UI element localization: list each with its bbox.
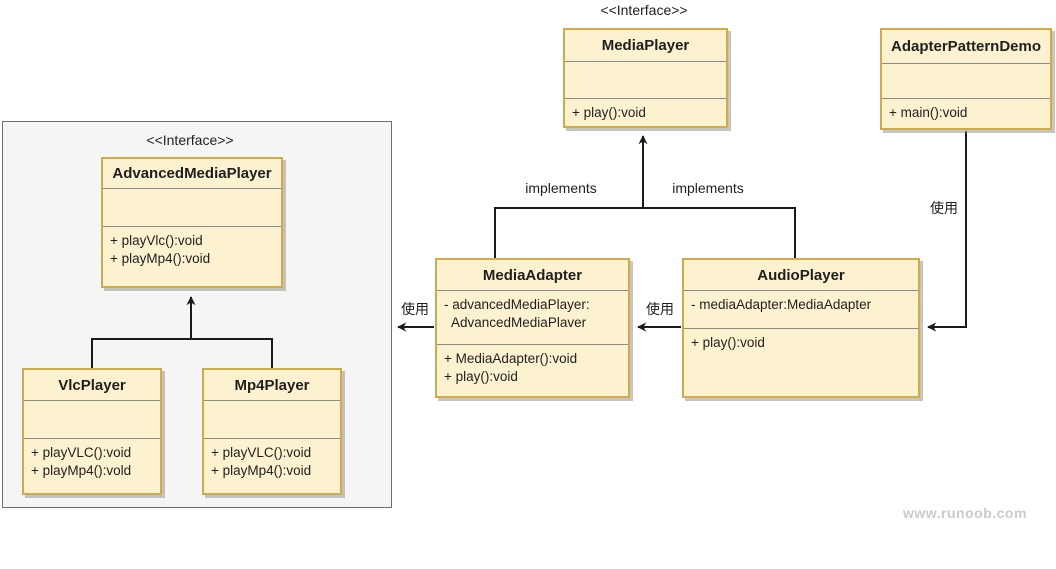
class-attributes: - advancedMediaPlayer: AdvancedMediaPlav… [437, 291, 628, 345]
class-attributes [565, 62, 726, 99]
stereotype-label-mediaplayer: <<Interface>> [600, 2, 688, 18]
class-attributes [204, 401, 340, 439]
method-line: + play():void [691, 335, 765, 350]
class-methods: + playVLC():void + playMp4():vold [24, 439, 160, 493]
class-methods: + playVLC():void + playMp4():void [204, 439, 340, 493]
class-methods: + playVlc():void + playMp4():void [103, 227, 281, 286]
class-title: MediaAdapter [437, 260, 628, 291]
method-line: + play():void [572, 105, 646, 120]
method-line: + main():void [889, 105, 968, 120]
class-methods: + main():void [882, 99, 1050, 128]
method-line: + play():void [444, 369, 518, 384]
class-box-vlcplayer: VlcPlayer + playVLC():void + playMp4():v… [22, 368, 162, 495]
method-line: + playMp4():void [211, 463, 312, 478]
attribute-line: AdvancedMediaPlaver [451, 315, 587, 330]
method-line: + playMp4():vold [31, 463, 132, 478]
class-box-mediaplayer: MediaPlayer + play():void [563, 28, 728, 128]
class-box-mp4player: Mp4Player + playVLC():void + playMp4():v… [202, 368, 342, 495]
class-box-adapterpatterndemo: AdapterPatternDemo + main():void [880, 28, 1052, 130]
class-title: AdvancedMediaPlayer [103, 159, 281, 189]
class-methods: + play():void [565, 99, 726, 126]
class-attributes [882, 64, 1050, 99]
method-line: + playVLC():void [31, 445, 132, 460]
class-methods: + MediaAdapter():void + play():void [437, 345, 628, 396]
implements-label-left: implements [525, 180, 597, 196]
generalization-connector-line [91, 338, 273, 368]
class-title: Mp4Player [204, 370, 340, 401]
method-line: + playVlc():void [110, 233, 203, 248]
class-box-mediaadapter: MediaAdapter - advancedMediaPlayer: Adva… [435, 258, 630, 398]
attribute-line: - mediaAdapter:MediaAdapter [691, 297, 872, 312]
implements-label-right: implements [672, 180, 744, 196]
class-box-audioplayer: AudioPlayer - mediaAdapter:MediaAdapter … [682, 258, 920, 398]
attribute-line: - advancedMediaPlayer: [444, 297, 590, 312]
implements-connector-line [494, 207, 796, 258]
class-attributes [103, 189, 281, 227]
stereotype-label-advancedmediaplayer: <<Interface>> [146, 132, 234, 148]
watermark: www.runoob.com [903, 505, 1027, 521]
class-title: AudioPlayer [684, 260, 918, 291]
use-arrow-demo [927, 131, 967, 332]
use-label-audioplayer: 使用 [646, 301, 674, 317]
use-label-demo: 使用 [930, 200, 958, 216]
class-methods: + play():void [684, 329, 918, 396]
method-line: + playVLC():void [211, 445, 312, 460]
class-title: MediaPlayer [565, 30, 726, 62]
class-title: VlcPlayer [24, 370, 160, 401]
class-box-advancedmediaplayer: AdvancedMediaPlayer + playVlc():void + p… [101, 157, 283, 288]
class-attributes: - mediaAdapter:MediaAdapter [684, 291, 918, 329]
method-line: + playMp4():void [110, 251, 211, 266]
use-label-mediaadapter: 使用 [401, 301, 429, 317]
method-line: + MediaAdapter():void [444, 351, 578, 366]
class-attributes [24, 401, 160, 439]
class-title: AdapterPatternDemo [882, 30, 1050, 64]
